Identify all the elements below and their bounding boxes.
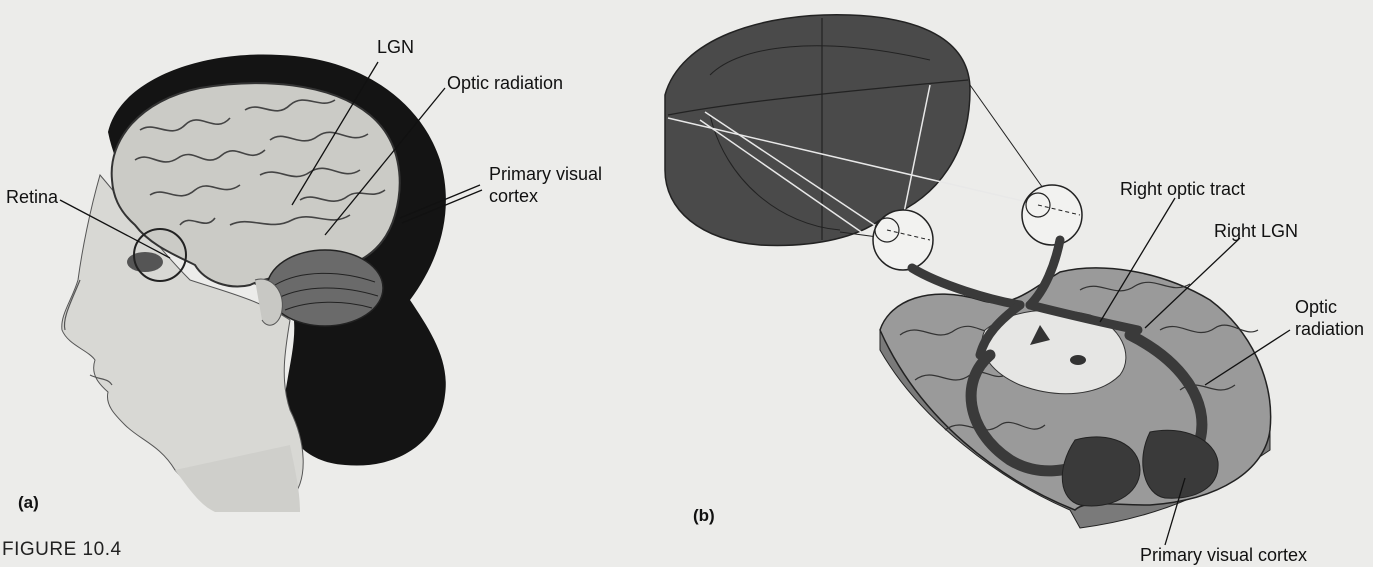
label-primary-visual-cortex-b: Primary visual cortex <box>1140 544 1307 566</box>
figure-caption: FIGURE 10.4 <box>2 539 122 561</box>
panel-b-tag: (b) <box>693 505 715 527</box>
label-right-optic-tract: Right optic tract <box>1120 178 1245 200</box>
brain-slice <box>880 240 1271 528</box>
head-illustration <box>62 54 446 512</box>
label-retina: Retina <box>6 186 58 208</box>
eye <box>127 252 163 272</box>
label-optic-radiation-b: Optic radiation <box>1295 296 1364 340</box>
panel-a-tag: (a) <box>18 492 39 514</box>
label-optic-radiation-a: Optic radiation <box>447 72 563 94</box>
visual-field-shape <box>665 15 970 246</box>
label-primary-visual-cortex-a: Primary visual cortex <box>489 163 602 207</box>
visual-field <box>665 15 1050 246</box>
label-lgn: LGN <box>377 36 414 58</box>
label-right-lgn: Right LGN <box>1214 220 1298 242</box>
